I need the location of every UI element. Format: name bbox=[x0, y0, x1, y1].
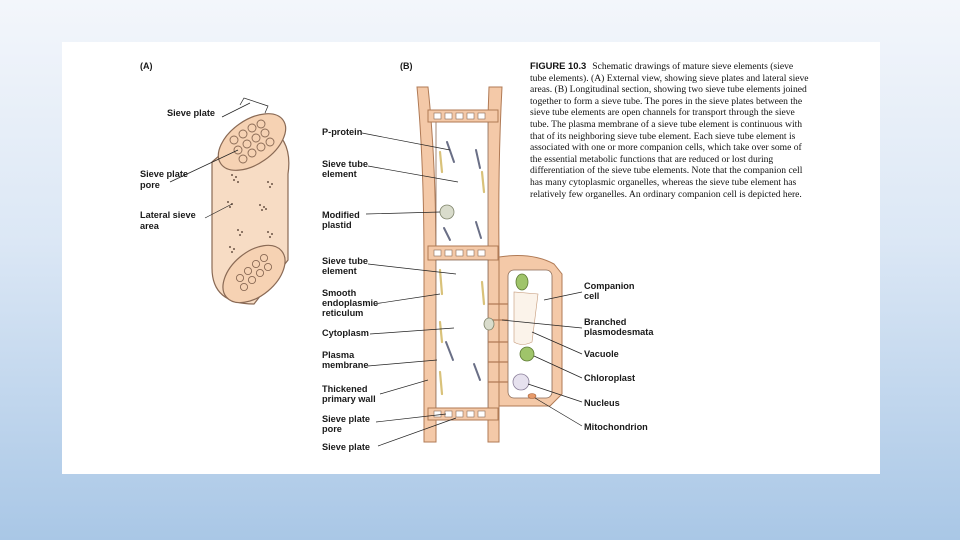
chloroplast bbox=[519, 346, 535, 362]
middle-plate-pores bbox=[433, 249, 486, 257]
leader-thickened-wall bbox=[379, 379, 429, 395]
sieve-element-figure: (A) bbox=[140, 61, 654, 452]
label-thickened-wall-1: Thickened bbox=[322, 384, 367, 394]
label-plasma-membrane-2: membrane bbox=[322, 360, 368, 370]
label-thickened-wall-2: primary wall bbox=[322, 394, 376, 404]
plastid-lower bbox=[483, 317, 495, 331]
figure-number: FIGURE 10.3 bbox=[530, 60, 587, 71]
leader-p-protein bbox=[361, 132, 451, 151]
label-a-lateral-sieve-2: area bbox=[140, 221, 160, 231]
sieve-plate-bracket bbox=[239, 97, 269, 114]
label-branched-2: plasmodesmata bbox=[584, 327, 654, 337]
label-smooth-er-2: endoplasmic bbox=[322, 298, 378, 308]
leader-chloroplast bbox=[533, 355, 583, 379]
label-plasma-membrane-1: Plasma bbox=[322, 350, 355, 360]
mitochondrion bbox=[527, 393, 537, 399]
nucleus bbox=[512, 373, 530, 391]
caption-text: Schematic drawings of mature sieve eleme… bbox=[530, 61, 809, 200]
label-a-sieve-plate: Sieve plate bbox=[167, 108, 215, 118]
label-modified-plastid-2: plastid bbox=[322, 220, 352, 230]
label-branched-1: Branched bbox=[584, 317, 626, 327]
top-sieve-pores bbox=[229, 119, 275, 164]
leader-sieve-tube-2 bbox=[367, 263, 457, 275]
label-modified-plastid-1: Modified bbox=[322, 210, 360, 220]
left-outer-wall bbox=[416, 86, 437, 443]
label-smooth-er-3: reticulum bbox=[322, 308, 363, 318]
label-sieve-tube-2b: element bbox=[322, 266, 357, 276]
lower-sieve-element bbox=[435, 259, 489, 411]
leader-sieve-plate-pore-b bbox=[375, 413, 447, 423]
leader-a-lateral bbox=[204, 203, 233, 219]
panel-label-b: (B) bbox=[400, 61, 413, 71]
figure-panel: (A) bbox=[62, 42, 880, 474]
label-p-protein: P-protein bbox=[322, 127, 363, 137]
label-sieve-plate-pore-b-1: Sieve plate bbox=[322, 414, 370, 424]
label-companion-cell-2: cell bbox=[584, 291, 599, 301]
leader-branched bbox=[501, 319, 583, 329]
panel-label-a: (A) bbox=[140, 61, 153, 71]
label-nucleus: Nucleus bbox=[584, 398, 620, 408]
leader-plasma-membrane bbox=[367, 359, 438, 367]
label-mitochondrion: Mitochondrion bbox=[584, 422, 648, 432]
leader-companion-cell bbox=[543, 291, 583, 301]
leader-vacuole bbox=[531, 331, 583, 355]
label-cytoplasm: Cytoplasm bbox=[322, 328, 369, 338]
upper-sieve-element bbox=[435, 119, 489, 247]
sieve-tube-section bbox=[416, 86, 563, 443]
label-sieve-tube-1b: element bbox=[322, 169, 357, 179]
leader-a-pore bbox=[169, 149, 239, 183]
label-sieve-tube-1a: Sieve tube bbox=[322, 159, 368, 169]
label-smooth-er-1: Smooth bbox=[322, 288, 357, 298]
label-a-lateral-sieve-1: Lateral sieve bbox=[140, 210, 196, 220]
label-vacuole: Vacuole bbox=[584, 349, 619, 359]
label-a-sieve-plate-pore-1: Sieve plate bbox=[140, 169, 188, 179]
top-plate-pores bbox=[433, 112, 486, 120]
bottom-sieve-plate bbox=[222, 244, 286, 304]
label-a-sieve-plate-pore-2: pore bbox=[140, 180, 160, 190]
sieve-element-external-view bbox=[211, 113, 290, 305]
label-sieve-plate-b: Sieve plate bbox=[322, 442, 370, 452]
label-companion-cell-1: Companion bbox=[584, 281, 635, 291]
p-protein-filaments bbox=[443, 141, 482, 381]
leader-sieve-plate-b bbox=[377, 417, 457, 447]
bottom-sieve-pores bbox=[235, 253, 273, 292]
leader-mitochondrion bbox=[534, 397, 583, 427]
leader-modified-plastid bbox=[365, 211, 441, 215]
label-sieve-plate-pore-b-2: pore bbox=[322, 424, 342, 434]
smooth-er bbox=[438, 150, 486, 396]
bottom-plate-pores bbox=[433, 410, 486, 418]
lateral-sieve-areas bbox=[227, 174, 273, 253]
leader-sieve-tube-1 bbox=[367, 165, 459, 183]
leader-cytoplasm bbox=[369, 327, 455, 335]
leader-sieve-plate-a bbox=[221, 102, 251, 118]
vacuole bbox=[513, 291, 539, 345]
label-sieve-tube-2a: Sieve tube bbox=[322, 256, 368, 266]
modified-plastid bbox=[439, 204, 455, 220]
leader-smooth-er bbox=[373, 293, 441, 305]
leader-nucleus bbox=[527, 383, 583, 403]
top-sieve-plate bbox=[217, 113, 287, 171]
label-chloroplast: Chloroplast bbox=[584, 373, 635, 383]
chloroplast-top bbox=[515, 273, 529, 291]
